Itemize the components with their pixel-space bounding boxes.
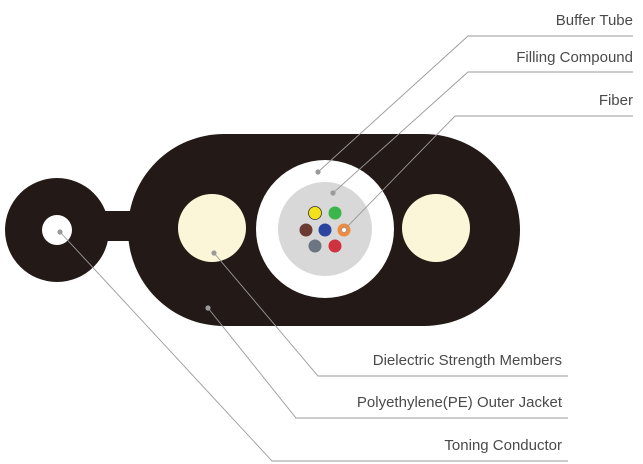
label-dielectric-strength-members: Dielectric Strength Members <box>373 352 562 369</box>
fiber-gray <box>308 239 322 253</box>
leader-dot-dielectric <box>211 250 217 256</box>
fiber-blue <box>318 223 332 237</box>
leader-dot-filling-compound <box>330 190 336 196</box>
callout-leaders <box>57 35 633 462</box>
leader-dot-toning <box>57 229 63 235</box>
fiber-yellow <box>308 206 322 220</box>
fiber-red <box>328 239 342 253</box>
strength-member-right <box>402 194 470 262</box>
cable-cross-section <box>5 134 520 326</box>
label-outer-jacket: Polyethylene(PE) Outer Jacket <box>357 394 563 411</box>
leader-fiber <box>343 115 633 231</box>
leader-dot-outer-jacket <box>205 305 211 311</box>
leader-filling-compound <box>332 71 633 194</box>
leader-outer-jacket <box>207 307 568 419</box>
label-filling-compound: Filling Compound <box>516 49 633 66</box>
label-fiber: Fiber <box>599 92 633 109</box>
label-toning-conductor: Toning Conductor <box>444 437 562 454</box>
callout-labels: Buffer Tube Filling Compound Fiber Diele… <box>357 12 633 454</box>
fiber-brown <box>299 223 313 237</box>
fiber-green <box>328 206 342 220</box>
leader-buffer-tube <box>317 35 633 173</box>
leader-dot-buffer-tube <box>315 169 321 175</box>
strength-member-left <box>178 194 246 262</box>
leader-toning-conductor <box>59 231 568 462</box>
leader-dot-fiber <box>341 227 347 233</box>
leader-dielectric-strength-members <box>213 252 568 377</box>
label-buffer-tube: Buffer Tube <box>556 12 633 29</box>
